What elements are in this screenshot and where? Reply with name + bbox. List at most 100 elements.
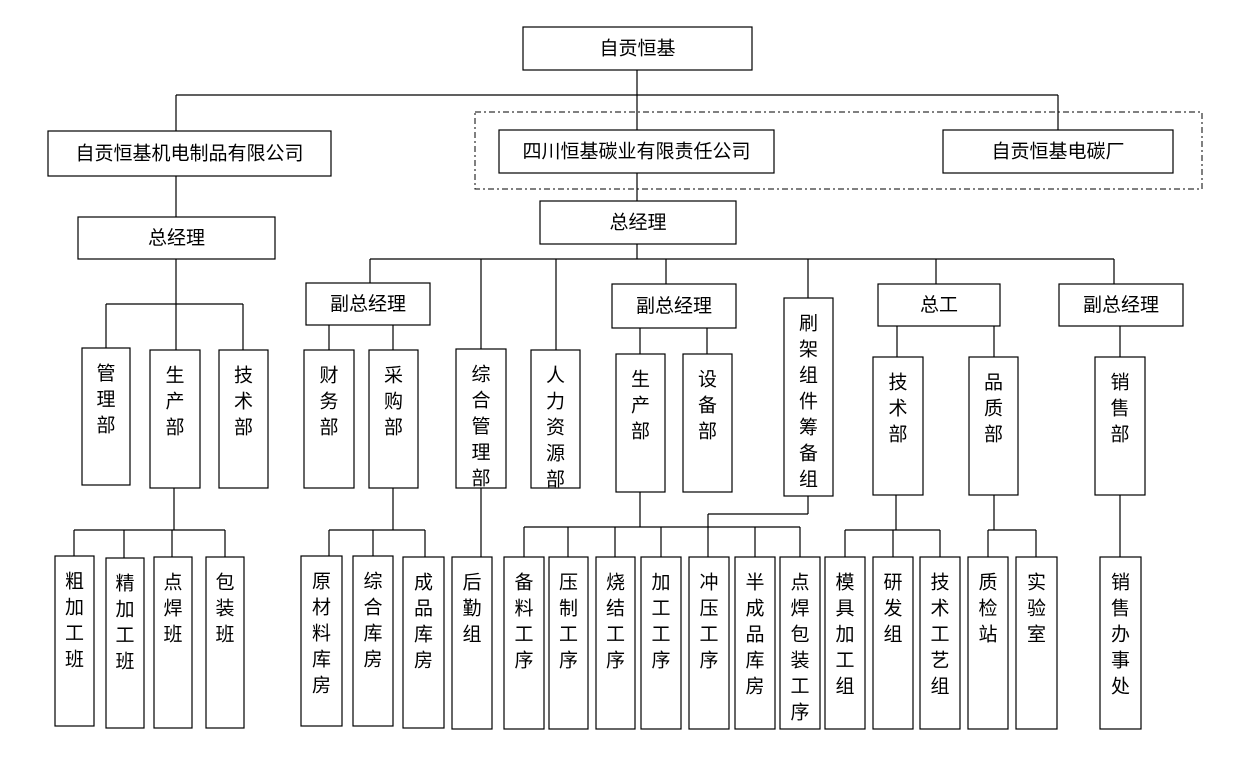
org-node-label: 冲压工序 (699, 572, 718, 672)
org-node-gm-left: 总经理 (77, 216, 276, 260)
org-node-box (967, 556, 1009, 730)
org-node-box (451, 556, 493, 730)
org-node-gm-mid: 总经理 (539, 200, 737, 245)
org-node-chongya: 冲压工序 (688, 556, 730, 730)
org-node-shebei: 设备部 (682, 353, 733, 493)
org-node-l-dianhan: 点焊班 (153, 556, 193, 729)
org-node-box (640, 556, 682, 730)
org-node-label: 总经理 (148, 227, 205, 249)
org-node-dianhanbz: 点焊包装工序 (779, 556, 821, 730)
org-node-jishu: 技术部 (872, 356, 924, 496)
org-node-box (218, 349, 269, 489)
org-node-label: 总经理 (609, 212, 666, 234)
org-node-yazhi: 压制工序 (548, 556, 589, 730)
org-node-label: 自贡恒基电碳厂 (991, 141, 1124, 163)
org-node-label: 精加工班 (115, 573, 134, 673)
org-node-label: 副总经理 (1083, 294, 1159, 316)
org-node-box (455, 348, 507, 489)
org-node-caigou: 采购部 (368, 349, 419, 489)
org-node-label: 原材料库房 (312, 571, 331, 697)
org-node-label: 压制工序 (559, 572, 578, 672)
org-node-box (303, 349, 355, 489)
org-node-box (872, 356, 924, 496)
org-node-renli: 人力资源部 (530, 349, 581, 491)
org-node-label: 模具加工组 (835, 572, 854, 698)
org-node-label: 点焊包装工序 (790, 572, 809, 724)
org-node-l-guanli: 管理部 (81, 347, 131, 486)
org-node-shengchan: 生产部 (615, 353, 666, 493)
org-node-yanfa: 研发组 (872, 556, 914, 730)
org-node-xiaoshouban: 销售办事处 (1099, 556, 1142, 730)
org-node-label: 综合库房 (363, 571, 382, 671)
org-node-label: 财务部 (319, 365, 338, 439)
org-node-label: 点焊班 (163, 572, 182, 646)
org-node-moju: 模具加工组 (824, 556, 866, 730)
org-node-label: 备料工序 (514, 572, 533, 672)
org-node-label: 自贡恒基 (599, 38, 675, 60)
org-node-pinzhi: 品质部 (968, 356, 1019, 496)
org-node-box (611, 283, 737, 329)
org-node-label: 人力资源部 (546, 365, 565, 491)
org-node-shaojie: 烧结工序 (595, 556, 636, 730)
org-node-box (539, 200, 737, 245)
org-node-label: 副总经理 (330, 293, 406, 315)
org-node-label: 包装班 (215, 572, 234, 646)
org-node-box (300, 555, 343, 727)
org-node-shiyan: 实验室 (1015, 556, 1058, 730)
org-node-label: 综合管理部 (471, 364, 490, 490)
org-node-label: 副总经理 (636, 295, 712, 317)
org-node-box (548, 556, 589, 730)
org-node-box (595, 556, 636, 730)
org-node-box (682, 353, 733, 493)
org-node-box (305, 282, 431, 326)
org-node-box (522, 26, 753, 71)
org-node-xiaoshou: 销售部 (1094, 356, 1146, 496)
org-node-co-jidian: 自贡恒基机电制品有限公司 (47, 130, 332, 177)
org-node-label: 管理部 (96, 363, 115, 437)
org-node-beiliao: 备料工序 (503, 556, 545, 730)
org-node-jiagong: 加工工序 (640, 556, 682, 730)
org-node-label: 销售办事处 (1111, 572, 1130, 698)
org-node-label: 四川恒基碳业有限责任公司 (522, 141, 750, 163)
org-node-box (919, 556, 961, 730)
org-node-box (149, 349, 201, 489)
org-node-box (105, 557, 145, 729)
org-node-box (205, 556, 245, 729)
org-node-caiwu: 财务部 (303, 349, 355, 489)
org-node-box (81, 347, 131, 486)
org-node-l-baozhuang: 包装班 (205, 556, 245, 729)
org-node-box (877, 283, 1001, 327)
org-node-l-cujiagong: 粗加工班 (54, 555, 95, 727)
org-node-box (77, 216, 276, 260)
org-node-label: 品质部 (984, 372, 1003, 446)
affiliate-group-frame (474, 111, 1203, 190)
org-node-zonghe: 综合管理部 (455, 348, 507, 490)
org-node-co-tanye: 四川恒基碳业有限责任公司 (498, 129, 775, 174)
org-node-jishugongyi: 技术工艺组 (919, 556, 961, 730)
org-node-box (824, 556, 866, 730)
org-node-label: 粗加工班 (65, 571, 84, 671)
org-node-houqin: 后勤组 (451, 556, 493, 730)
org-node-box (1058, 283, 1184, 327)
org-node-yuancailiao: 原材料库房 (300, 555, 343, 727)
org-node-l-jingjiagong: 精加工班 (105, 557, 145, 729)
org-node-label: 技术部 (888, 372, 907, 446)
org-node-box (779, 556, 821, 730)
org-node-box (783, 297, 834, 497)
org-node-label: 加工工序 (651, 572, 670, 672)
org-node-box (352, 555, 394, 727)
org-node-label: 后勤组 (462, 572, 481, 646)
org-node-label: 烧结工序 (606, 572, 625, 672)
org-node-shuajia: 刷架组件筹备组 (783, 297, 834, 497)
org-node-zhijian: 质检站 (967, 556, 1009, 730)
org-node-label: 总工 (920, 294, 958, 316)
org-node-box (734, 556, 776, 730)
org-node-label: 质检站 (978, 572, 997, 646)
org-node-l-jishu: 技术部 (218, 349, 269, 489)
org-node-zonghekufang: 综合库房 (352, 555, 394, 727)
org-node-box (54, 555, 95, 727)
org-node-l-shengchan: 生产部 (149, 349, 201, 489)
org-node-box (942, 129, 1174, 174)
org-node-label: 研发组 (883, 572, 902, 646)
